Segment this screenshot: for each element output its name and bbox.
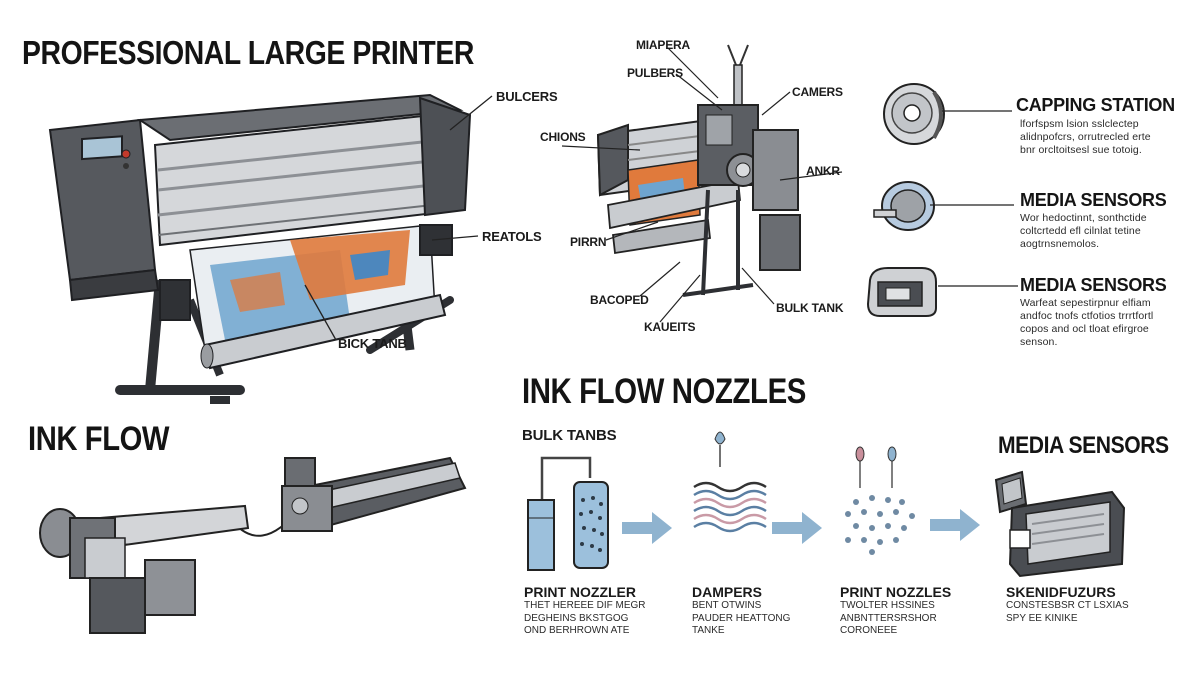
flow-arrow-icon [772,512,822,544]
component-connector-2 [930,204,1014,206]
main-title: PROFESSIONAL LARGE PRINTER [22,34,474,71]
damper-waves-icon [693,431,767,533]
step-desc-dampers: BENT OTWINS PAUDER HEATTONG TANKE [692,600,791,636]
callout-chions: CHIONS [540,130,586,144]
step-title-dampers: DAMPERS [692,584,763,600]
component-title-capping-station: CAPPING STATION [1016,95,1175,115]
bulk-tank-icon [527,456,609,571]
component-title-media-sensors-1: MEDIA SENSORS [1020,190,1167,210]
callout-ankr: ANKR [806,164,840,178]
flow-arrow-icon [930,509,980,541]
ink-flow-title: INK FLOW [28,420,170,458]
callout-camers: CAMERS [792,85,843,99]
callout-pulbers: PULBERS [627,66,683,80]
component-desc-media-sensors-1: Wor hedoctinnt, sonthctide coltcrtedd ef… [1020,212,1147,250]
step-desc-print-nozzles: TWOLTER HSSINES ANBNTTERSRSHOR CORONEEE [840,600,937,636]
callout-bulcers: BULCERS [496,89,558,104]
bulk-tanbs-label: BULK TANBS [522,427,617,444]
step-desc-print-nozzler: THET HEREEE DIF MEGR DEGHEINS BKSTGOG ON… [524,600,646,636]
callout-miapera: MIAPERA [636,38,690,52]
media-sensors-bottom-title: MEDIA SENSORS [998,432,1169,459]
step-title-skenidfuzurs: SKENIDFUZURS [1006,584,1116,600]
media-sensor-block-icon [866,267,937,317]
component-title-media-sensors-2: MEDIA SENSORS [1020,275,1167,295]
callout-bacoped: BACOPED [590,293,649,307]
callout-reatols: REATOLS [482,229,542,244]
ink-flow-nozzles-title: INK FLOW NOZZLES [522,372,806,411]
component-desc-capping-station: lforfspsm lsion sslclectep alidnpofcrs, … [1020,118,1151,156]
large-printer-illustration [48,93,472,404]
print-nozzles-icon [845,446,915,555]
capping-station-icon [883,83,945,145]
step-desc-skenidfuzurs: CONSTESBSR CT LSXIAS SPY EE KINIKE [1006,600,1129,624]
carriage-assembly-illustration [596,44,801,297]
callout-kaueits: KAUEITS [644,320,696,334]
callout-bick-tanb: BICK TANB [338,336,407,351]
media-sensor-device-icon [994,470,1126,578]
step-title-print-nozzles: PRINT NOZZLES [840,584,952,600]
component-connector-3 [938,285,1018,287]
media-sensor-disc-icon [873,181,935,231]
ink-flow-illustration [39,456,467,634]
flow-arrow-icon [622,512,672,544]
callout-pirrn: PIRRN [570,235,607,249]
component-desc-media-sensors-2: Warfeat sepestirpnur elfiam andfoc tnofs… [1020,297,1154,348]
callout-bulk-tank: BULK TANK [776,301,844,315]
component-connector-1 [942,110,1012,112]
step-title-print-nozzler: PRINT NOZZLER [524,584,636,600]
